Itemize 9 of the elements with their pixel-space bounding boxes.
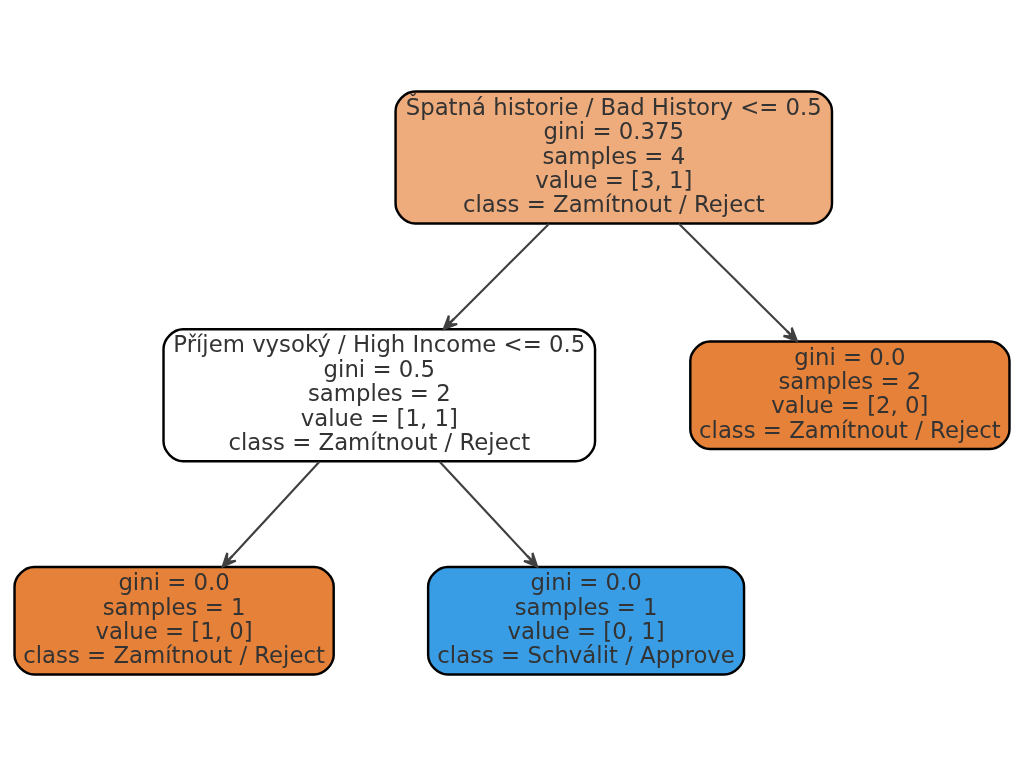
arrow — [442, 222, 550, 330]
node-box: Špatná historie / Bad History <= 0.5 gini = 0.375 samples = 4 value = [3, 1] class = Zamítnout / Reject — [394, 89, 834, 225]
node-box: Příjem vysoký / High Income <= 0.5 gini = 0.5 samples = 2 value = [1, 1] class = Zamítnout / Reject — [162, 327, 597, 462]
node-box: gini = 0.0 samples = 2 value = [2, 0] class = Zamítnout / Reject — [689, 339, 1011, 450]
node-box: gini = 0.0 samples = 1 value = [0, 1] class = Schválit / Approve — [426, 565, 746, 676]
node-box: gini = 0.0 samples = 1 value = [1, 0] class = Zamítnout / Reject — [13, 565, 335, 676]
arrow — [678, 222, 798, 342]
arrow — [221, 460, 321, 568]
arrow — [438, 460, 539, 568]
